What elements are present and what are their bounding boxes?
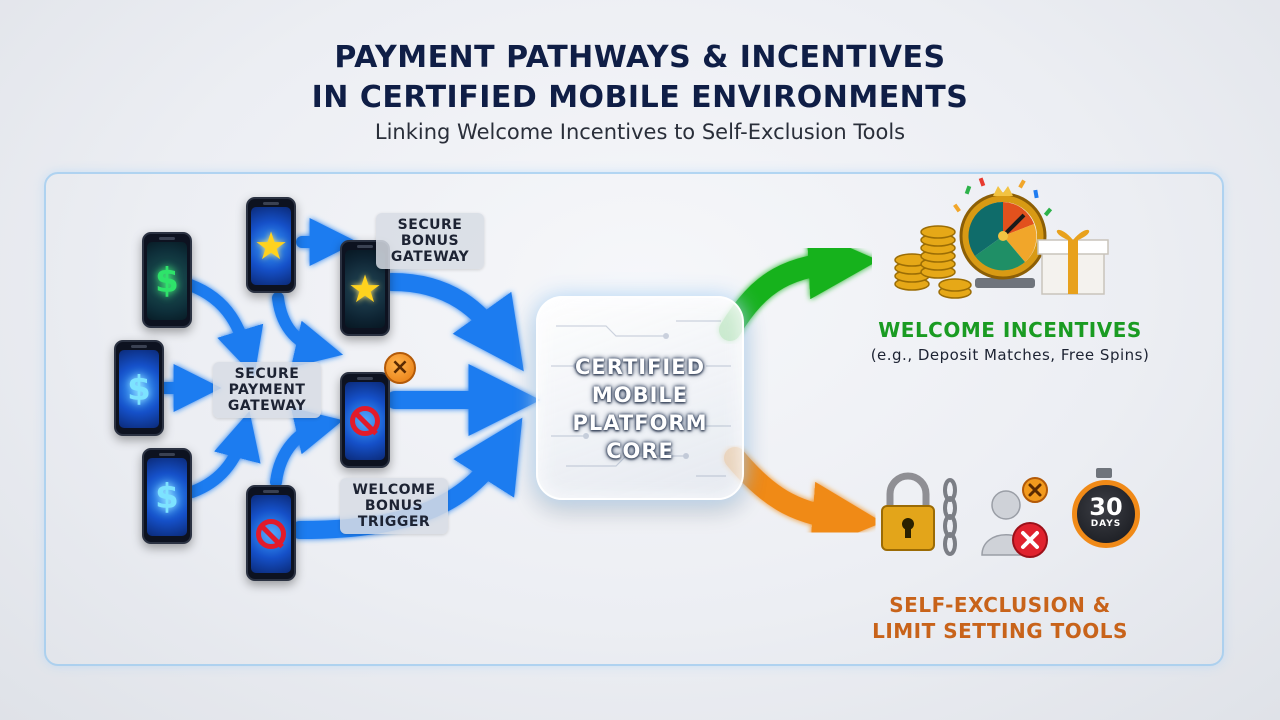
arrow-starphone2-to-core	[383, 273, 524, 372]
arrow-phone1-to-gateway	[184, 279, 264, 377]
welcome-incentives-title: WELCOME INCENTIVES	[878, 318, 1142, 342]
timer-value: 30	[1089, 493, 1123, 521]
blocked-user-icon	[981, 477, 1048, 558]
padlock-icon	[881, 472, 935, 551]
phone-dollar-2: $	[114, 340, 164, 436]
arrow-core-to-self-exclusion	[724, 447, 883, 553]
gift-box-icon	[1037, 229, 1109, 295]
coin-stack-icon	[894, 225, 972, 299]
page-title-line1: PAYMENT PATHWAYS & INCENTIVES	[334, 40, 946, 75]
timer-unit: DAYS	[1090, 519, 1122, 529]
timer-crown	[1096, 468, 1112, 478]
confetti	[953, 177, 1053, 217]
star-icon: ★	[253, 224, 289, 268]
dollar-icon: $	[155, 261, 179, 301]
core-label: CERTIFIED MOBILE PLATFORM CORE	[572, 355, 708, 463]
star-icon: ★	[347, 267, 383, 311]
welcome-incentives-subtitle: (e.g., Deposit Matches, Free Spins)	[870, 346, 1150, 364]
dollar-icon: $	[127, 369, 151, 409]
arrow-phone3-to-gateway	[186, 411, 261, 498]
close-badge-icon: ×	[384, 352, 416, 384]
dollar-icon: $	[155, 477, 179, 517]
arrow-core-to-welcome	[719, 228, 879, 341]
phone-dollar-1: $	[142, 232, 192, 328]
secure-payment-gateway-label: SECURE PAYMENT GATEWAY	[213, 362, 321, 418]
page-subtitle: Linking Welcome Incentives to Self-Exclu…	[374, 120, 906, 144]
platform-core: CERTIFIED MOBILE PLATFORM CORE	[536, 296, 744, 500]
chain-icon	[943, 478, 957, 556]
circuit-pattern	[551, 320, 731, 477]
ban-icon	[350, 406, 380, 436]
welcome-bonus-trigger-label: WELCOME BONUS TRIGGER	[340, 478, 448, 534]
phone-star-1: ★	[246, 197, 296, 293]
timer-icon: 30 DAYS	[1072, 480, 1140, 548]
arrow-bottom-phone-up	[270, 407, 344, 488]
phone-ban-2	[340, 372, 390, 468]
secure-bonus-gateway-label: SECURE BONUS GATEWAY	[376, 213, 484, 269]
prize-wheel-icon	[959, 186, 1047, 288]
phone-ban-1	[246, 485, 296, 581]
arrow-star-phone-down	[272, 292, 344, 368]
phone-dollar-3: $	[142, 448, 192, 544]
ban-icon	[256, 519, 286, 549]
page-title-line2: IN CERTIFIED MOBILE ENVIRONMENTS	[311, 80, 969, 115]
diagram-frame	[44, 172, 1224, 666]
self-exclusion-title: SELF-EXCLUSION & LIMIT SETTING TOOLS	[872, 593, 1128, 643]
